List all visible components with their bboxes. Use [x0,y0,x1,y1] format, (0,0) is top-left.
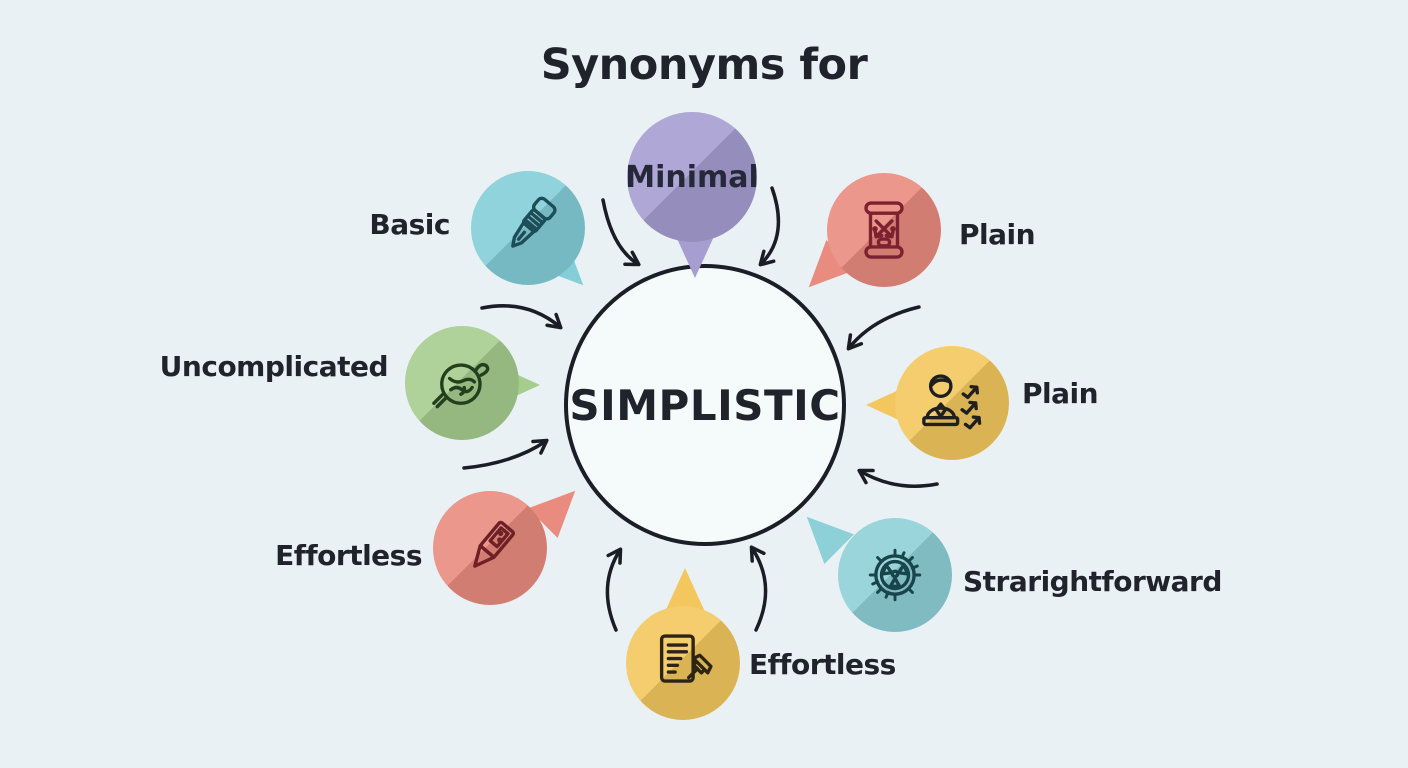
bubble-plain-right [895,346,1009,460]
bubble-basic [471,171,585,285]
center-circle: SIMPLISTIC [564,264,846,546]
label-plain-right: Plain [1022,377,1099,410]
bubble-effortless-bottom [626,606,740,720]
arrow-bottom-right [749,545,768,632]
label-plain-top: Plain [959,218,1036,251]
arrow-right-upper [846,305,921,351]
arrow-right-lower [857,468,939,488]
label-effortless-left: Effortless [275,539,422,572]
label-basic: Basic [369,208,450,241]
gear-wheel-icon [868,548,922,602]
page-title: Synonyms for [540,40,868,90]
map-scroll-icon [864,201,904,259]
bubble-effortless-left [433,491,547,605]
bubble-plain-top [827,173,941,287]
pen-icon [511,196,557,248]
yarn-needle-icon [432,362,490,409]
person-arrows-icon [922,374,982,430]
arrow-bottom-left [605,547,623,632]
arrow-top-right [758,186,781,267]
document-pin-icon [659,634,713,683]
label-strarightforward: Strarightforward [963,565,1222,598]
bubble-strarightforward [838,518,952,632]
center-word: SIMPLISTIC [569,380,841,430]
bubble-uncomplicated [405,326,519,440]
arrow-top-left [601,198,641,267]
label-effortless-bottom: Effortless [749,648,896,681]
pencil-icon [473,520,516,568]
arrow-left-lower [462,438,549,470]
bubble-minimal: Minimal [627,112,757,242]
label-uncomplicated: Uncomplicated [159,350,389,383]
label-minimal: Minimal [627,159,757,195]
arrow-left-upper [480,304,563,330]
